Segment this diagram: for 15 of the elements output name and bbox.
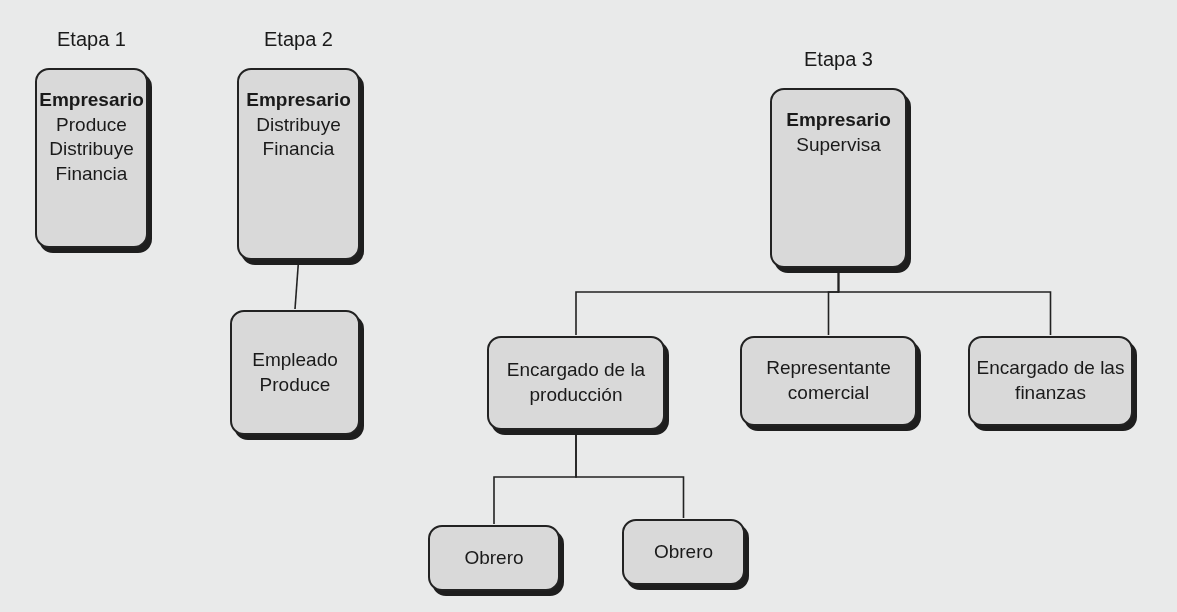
role-title: Empresario <box>786 108 891 132</box>
role-text: Distribuye Financia <box>255 112 342 162</box>
role-text: Obrero <box>653 539 714 564</box>
role-text: Encargado de las finanzas <box>976 356 1125 405</box>
stage-heading: Etapa 2 <box>264 27 333 52</box>
role-title: Empresario <box>246 88 351 112</box>
role-title: Empresario <box>39 88 144 112</box>
stage-heading: Etapa 1 <box>57 27 126 52</box>
stage-heading: Etapa 3 <box>804 47 873 72</box>
role-text: Supervisa <box>796 132 881 157</box>
role-text: Encargado de la producción <box>505 358 647 407</box>
role-text: Produce Distribuye Financia <box>48 112 135 187</box>
role-text: Empleado Produce <box>251 347 339 397</box>
role-text: Representante comercial <box>765 356 892 405</box>
role-text: Obrero <box>464 545 524 570</box>
